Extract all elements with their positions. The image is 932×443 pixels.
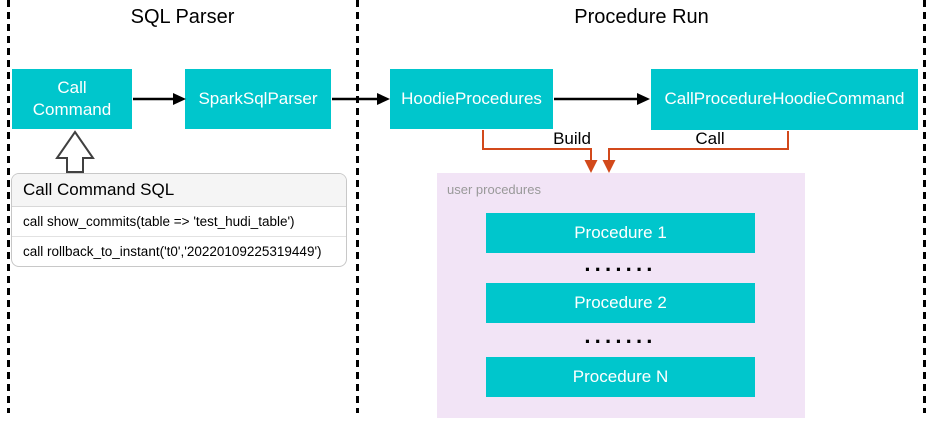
call-command-sql-table: Call Command SQL call show_commits(table… [11, 173, 347, 267]
arrow-sparksqlparser-to-hoodieprocedures-icon [332, 93, 390, 105]
hoodieprocedures-node: HoodieProcedures [390, 69, 553, 129]
user-procedures-group: user procedures Procedure 1 ······· Proc… [437, 173, 805, 418]
procedure-n-node: Procedure N [486, 357, 755, 397]
dashed-divider-middle [356, 0, 359, 413]
sparksqlparser-node: SparkSqlParser [185, 69, 331, 129]
dashed-divider-left [7, 0, 10, 413]
sql-parser-panel-title: SQL Parser [130, 6, 235, 28]
procedure-run-panel-title: Procedure Run [574, 6, 709, 28]
procedure-2-node: Procedure 2 [486, 283, 755, 323]
dashed-divider-right [923, 0, 926, 413]
build-edge-label: Build [553, 129, 591, 148]
sql-table-row: call show_commits(table => 'test_hudi_ta… [23, 214, 295, 229]
sql-table-header: Call Command SQL [12, 174, 346, 207]
callprocedurehoodiecommand-node: CallProcedureHoodieCommand [651, 69, 918, 130]
arrow-callcommand-to-sparksqlparser-icon [133, 93, 186, 105]
call-edge-label: Call [695, 129, 725, 148]
ellipsis-dots: ······· [584, 257, 657, 282]
arrow-hoodieprocedures-to-callprocedurehoodiecommand-icon [554, 93, 650, 105]
ellipsis-dots: ······· [584, 329, 657, 354]
user-procedures-group-label: user procedures [447, 182, 541, 197]
sql-table-row: call rollback_to_instant('t0','202201092… [12, 236, 346, 266]
call-command-node: Call Command [12, 69, 132, 129]
procedure-1-node: Procedure 1 [486, 213, 755, 253]
hollow-up-arrow-icon [55, 130, 95, 173]
